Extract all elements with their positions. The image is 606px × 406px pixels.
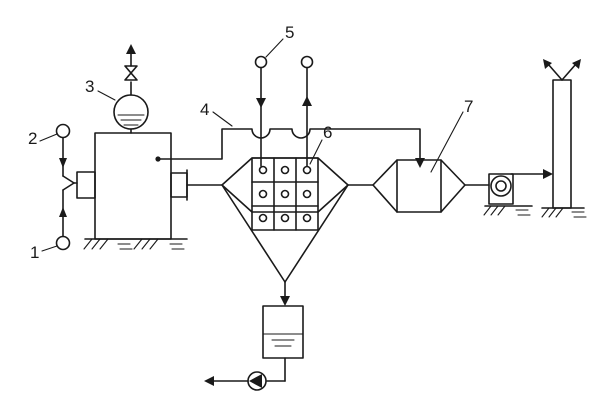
leader-4 xyxy=(212,111,233,127)
label-3: 3 xyxy=(85,77,94,96)
inlet-source-1 xyxy=(55,189,71,251)
label-5: 5 xyxy=(285,23,294,42)
valve-icon xyxy=(124,65,138,81)
label-7: 7 xyxy=(464,97,473,116)
label-4: 4 xyxy=(200,100,209,119)
leader-3 xyxy=(97,90,116,101)
exhaust-stack xyxy=(543,59,581,209)
gas-holder-3 xyxy=(113,81,149,134)
discharge-arrow xyxy=(204,376,249,386)
ground-hatch-icon xyxy=(83,205,587,250)
inlet-source-2 xyxy=(55,123,71,177)
label-6: 6 xyxy=(323,123,332,142)
tank-outlet-line xyxy=(266,357,286,382)
drain-line xyxy=(280,281,290,306)
leader-6 xyxy=(309,139,323,165)
reactor-vessel xyxy=(76,132,188,240)
leader-2 xyxy=(39,133,58,142)
filter-7 xyxy=(372,159,466,213)
leader-7 xyxy=(430,111,464,173)
pipe-fan-to-stack xyxy=(510,169,553,179)
separator-6 xyxy=(221,157,349,283)
bypass-pipe-4 xyxy=(157,128,425,168)
blower-icon xyxy=(488,173,514,205)
label-1: 1 xyxy=(30,243,39,262)
coolant-source-5 xyxy=(254,55,268,167)
inlet-junction xyxy=(62,175,78,191)
leader-1 xyxy=(41,245,58,252)
coolant-outlet xyxy=(300,55,314,167)
label-2: 2 xyxy=(28,129,37,148)
pump-icon xyxy=(247,371,267,391)
vent-arrow xyxy=(126,44,136,67)
collection-tank xyxy=(262,305,304,359)
leader-5 xyxy=(265,38,284,58)
